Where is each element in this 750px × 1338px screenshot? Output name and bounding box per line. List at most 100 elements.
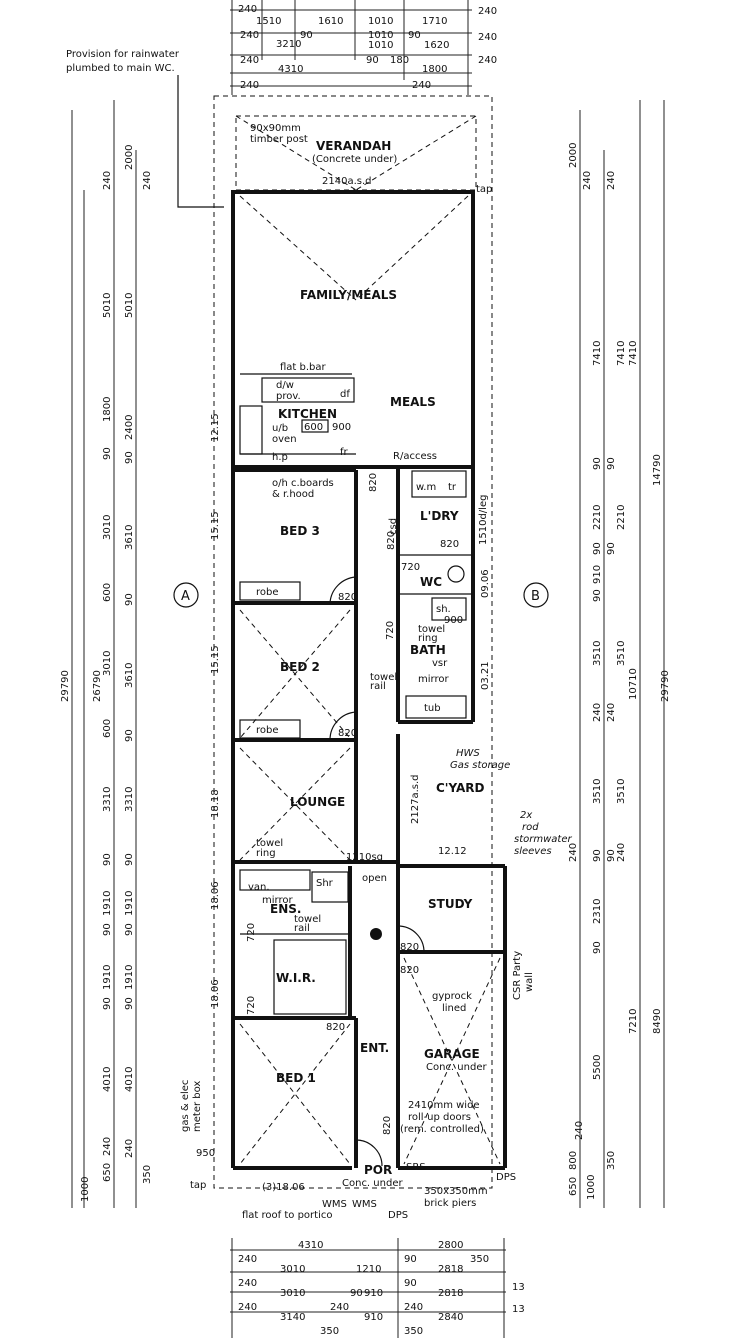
- door-720-bath: 720: [385, 621, 396, 640]
- rainwater-note-line2: plumbed to main WC.: [66, 63, 175, 74]
- kitchen-900: 900: [332, 422, 351, 433]
- open-label: open: [362, 873, 387, 884]
- right-c1-7410: 7410: [592, 341, 603, 366]
- right-c1-90e: 90: [592, 941, 603, 954]
- ens-mirror: mirror: [262, 895, 293, 906]
- room-lounge: LOUNGE: [290, 795, 345, 809]
- left-c2-90e: 90: [124, 923, 135, 936]
- ens-rail-1: towel: [294, 914, 321, 925]
- bottom-dim-2800: 2800: [438, 1240, 463, 1251]
- code-srs: SRS: [406, 1162, 426, 1173]
- bottom-dim-13b: 13: [512, 1304, 525, 1315]
- left-c2-90c: 90: [124, 729, 135, 742]
- stormwater-2: rod: [522, 822, 539, 833]
- bottom-dim-240a: 240: [238, 1254, 257, 1265]
- right-c2-2210: 2210: [616, 505, 627, 530]
- roller-3: (rem. controlled): [400, 1124, 484, 1135]
- code-wms1: WMS: [322, 1199, 347, 1210]
- timber-post-line1: 90x90mm: [250, 123, 301, 134]
- top-dim-1620: 1620: [424, 40, 449, 51]
- porch-size: (3)18.06: [262, 1182, 305, 1193]
- bottom-dim-240d: 240: [330, 1302, 349, 1313]
- w-950: 950: [196, 1148, 215, 1159]
- code-dps1: DPS: [388, 1210, 408, 1221]
- left-c2-240a: 240: [142, 171, 153, 190]
- roller-2: roll-up doors: [408, 1112, 471, 1123]
- left-c2-240b: 240: [124, 1139, 135, 1158]
- top-dimensions: 240 1510 1610 1010 1710 240 240 90 1010 …: [230, 0, 497, 95]
- right-c1-910: 910: [592, 565, 603, 584]
- room-garage: GARAGE: [424, 1047, 480, 1061]
- oven-line1: u/b: [272, 423, 288, 434]
- right-c1-90a: 90: [592, 457, 603, 470]
- door-720-wc: 720: [401, 562, 420, 573]
- bottom-dim-2840: 2840: [438, 1312, 463, 1323]
- w-1806b: 18.06: [210, 979, 221, 1008]
- w-0321: 03.21: [480, 661, 491, 690]
- left-c1-2000: 2000: [124, 145, 135, 170]
- top-dim-240f: 240: [478, 55, 497, 66]
- tap-bottom: tap: [190, 1180, 206, 1191]
- roller-1: 2410mm wide: [408, 1100, 480, 1111]
- hw-prov-line2: prov.: [276, 391, 301, 402]
- right-c2-3510a: 3510: [616, 641, 627, 666]
- left-c1-5010: 5010: [102, 293, 113, 318]
- kitchen-600: 600: [304, 422, 323, 433]
- right-c1-2310: 2310: [592, 899, 603, 924]
- robe-bed2-label: robe: [256, 725, 279, 736]
- right-dim-14790: 14790: [652, 454, 663, 486]
- left-c2-3610a: 3610: [124, 525, 135, 550]
- right-c1-1000: 1000: [586, 1175, 597, 1200]
- right-c2-7410: 7410: [616, 341, 627, 366]
- door-820-bed2: 820: [338, 728, 357, 739]
- top-dim-90c: 90: [366, 55, 379, 66]
- top-dim-1010b: 1010: [368, 30, 393, 41]
- bottom-dim-350c: 350: [404, 1326, 423, 1337]
- right-c1-3510a: 3510: [592, 641, 603, 666]
- left-c2-5010: 5010: [124, 293, 135, 318]
- left-c2-350: 350: [142, 1165, 153, 1184]
- bottom-dim-4310: 4310: [298, 1240, 323, 1251]
- left-c1-1910b: 1910: [102, 965, 113, 990]
- left-c1-1800: 1800: [102, 397, 113, 422]
- lot-boundary: [213, 95, 493, 1189]
- door-820-wir: 820: [326, 1022, 345, 1033]
- tr-label: tr: [448, 482, 457, 493]
- piers-2: brick piers: [424, 1198, 476, 1209]
- top-dim-4310: 4310: [278, 64, 303, 75]
- bottom-dim-240b: 240: [238, 1278, 257, 1289]
- wall-family: [231, 190, 475, 469]
- left-dim-26790: 26790: [92, 670, 103, 702]
- hws-label: HWS: [456, 748, 480, 759]
- right-c1-240a: 240: [582, 171, 593, 190]
- room-study: STUDY: [428, 897, 473, 911]
- room-wir: W.I.R.: [276, 971, 316, 985]
- verandah-sub: (Concrete under): [312, 154, 397, 165]
- w-1806a: 18.06: [210, 881, 221, 910]
- right-dim-7210: 7210: [628, 1009, 639, 1034]
- room-verandah: VERANDAH: [316, 139, 391, 153]
- room-porch: POR: [364, 1163, 392, 1177]
- left-c1-240b: 240: [102, 1137, 113, 1156]
- df-label: df: [340, 389, 350, 400]
- room-bed1: BED 1: [276, 1071, 316, 1085]
- left-c1-3310: 3310: [102, 787, 113, 812]
- right-dim-10710: 10710: [628, 668, 639, 700]
- left-c2-1910a: 1910: [124, 891, 135, 916]
- bottom-dim-240c: 240: [238, 1302, 257, 1313]
- bottom-dim-2818a: 2818: [438, 1264, 463, 1275]
- room-laundry: L'DRY: [420, 509, 459, 523]
- w-1215: 12.15: [210, 413, 221, 442]
- top-dim-3210: 3210: [276, 39, 301, 50]
- left-c2-1910b: 1910: [124, 965, 135, 990]
- timber-post-line2: timber post: [250, 134, 308, 145]
- bottom-dim-1210: 1210: [356, 1264, 381, 1275]
- right-c1-240b: 240: [592, 703, 603, 722]
- right-c2-90c: 90: [606, 849, 617, 862]
- right-c2-240a: 240: [606, 171, 617, 190]
- garage-sub: Conc. under: [426, 1062, 487, 1073]
- ens-shower: [311, 871, 349, 903]
- robe-bed3-label: robe: [256, 587, 279, 598]
- robe-bed3: [239, 581, 301, 601]
- courtyard-1212: 12.12: [438, 846, 467, 857]
